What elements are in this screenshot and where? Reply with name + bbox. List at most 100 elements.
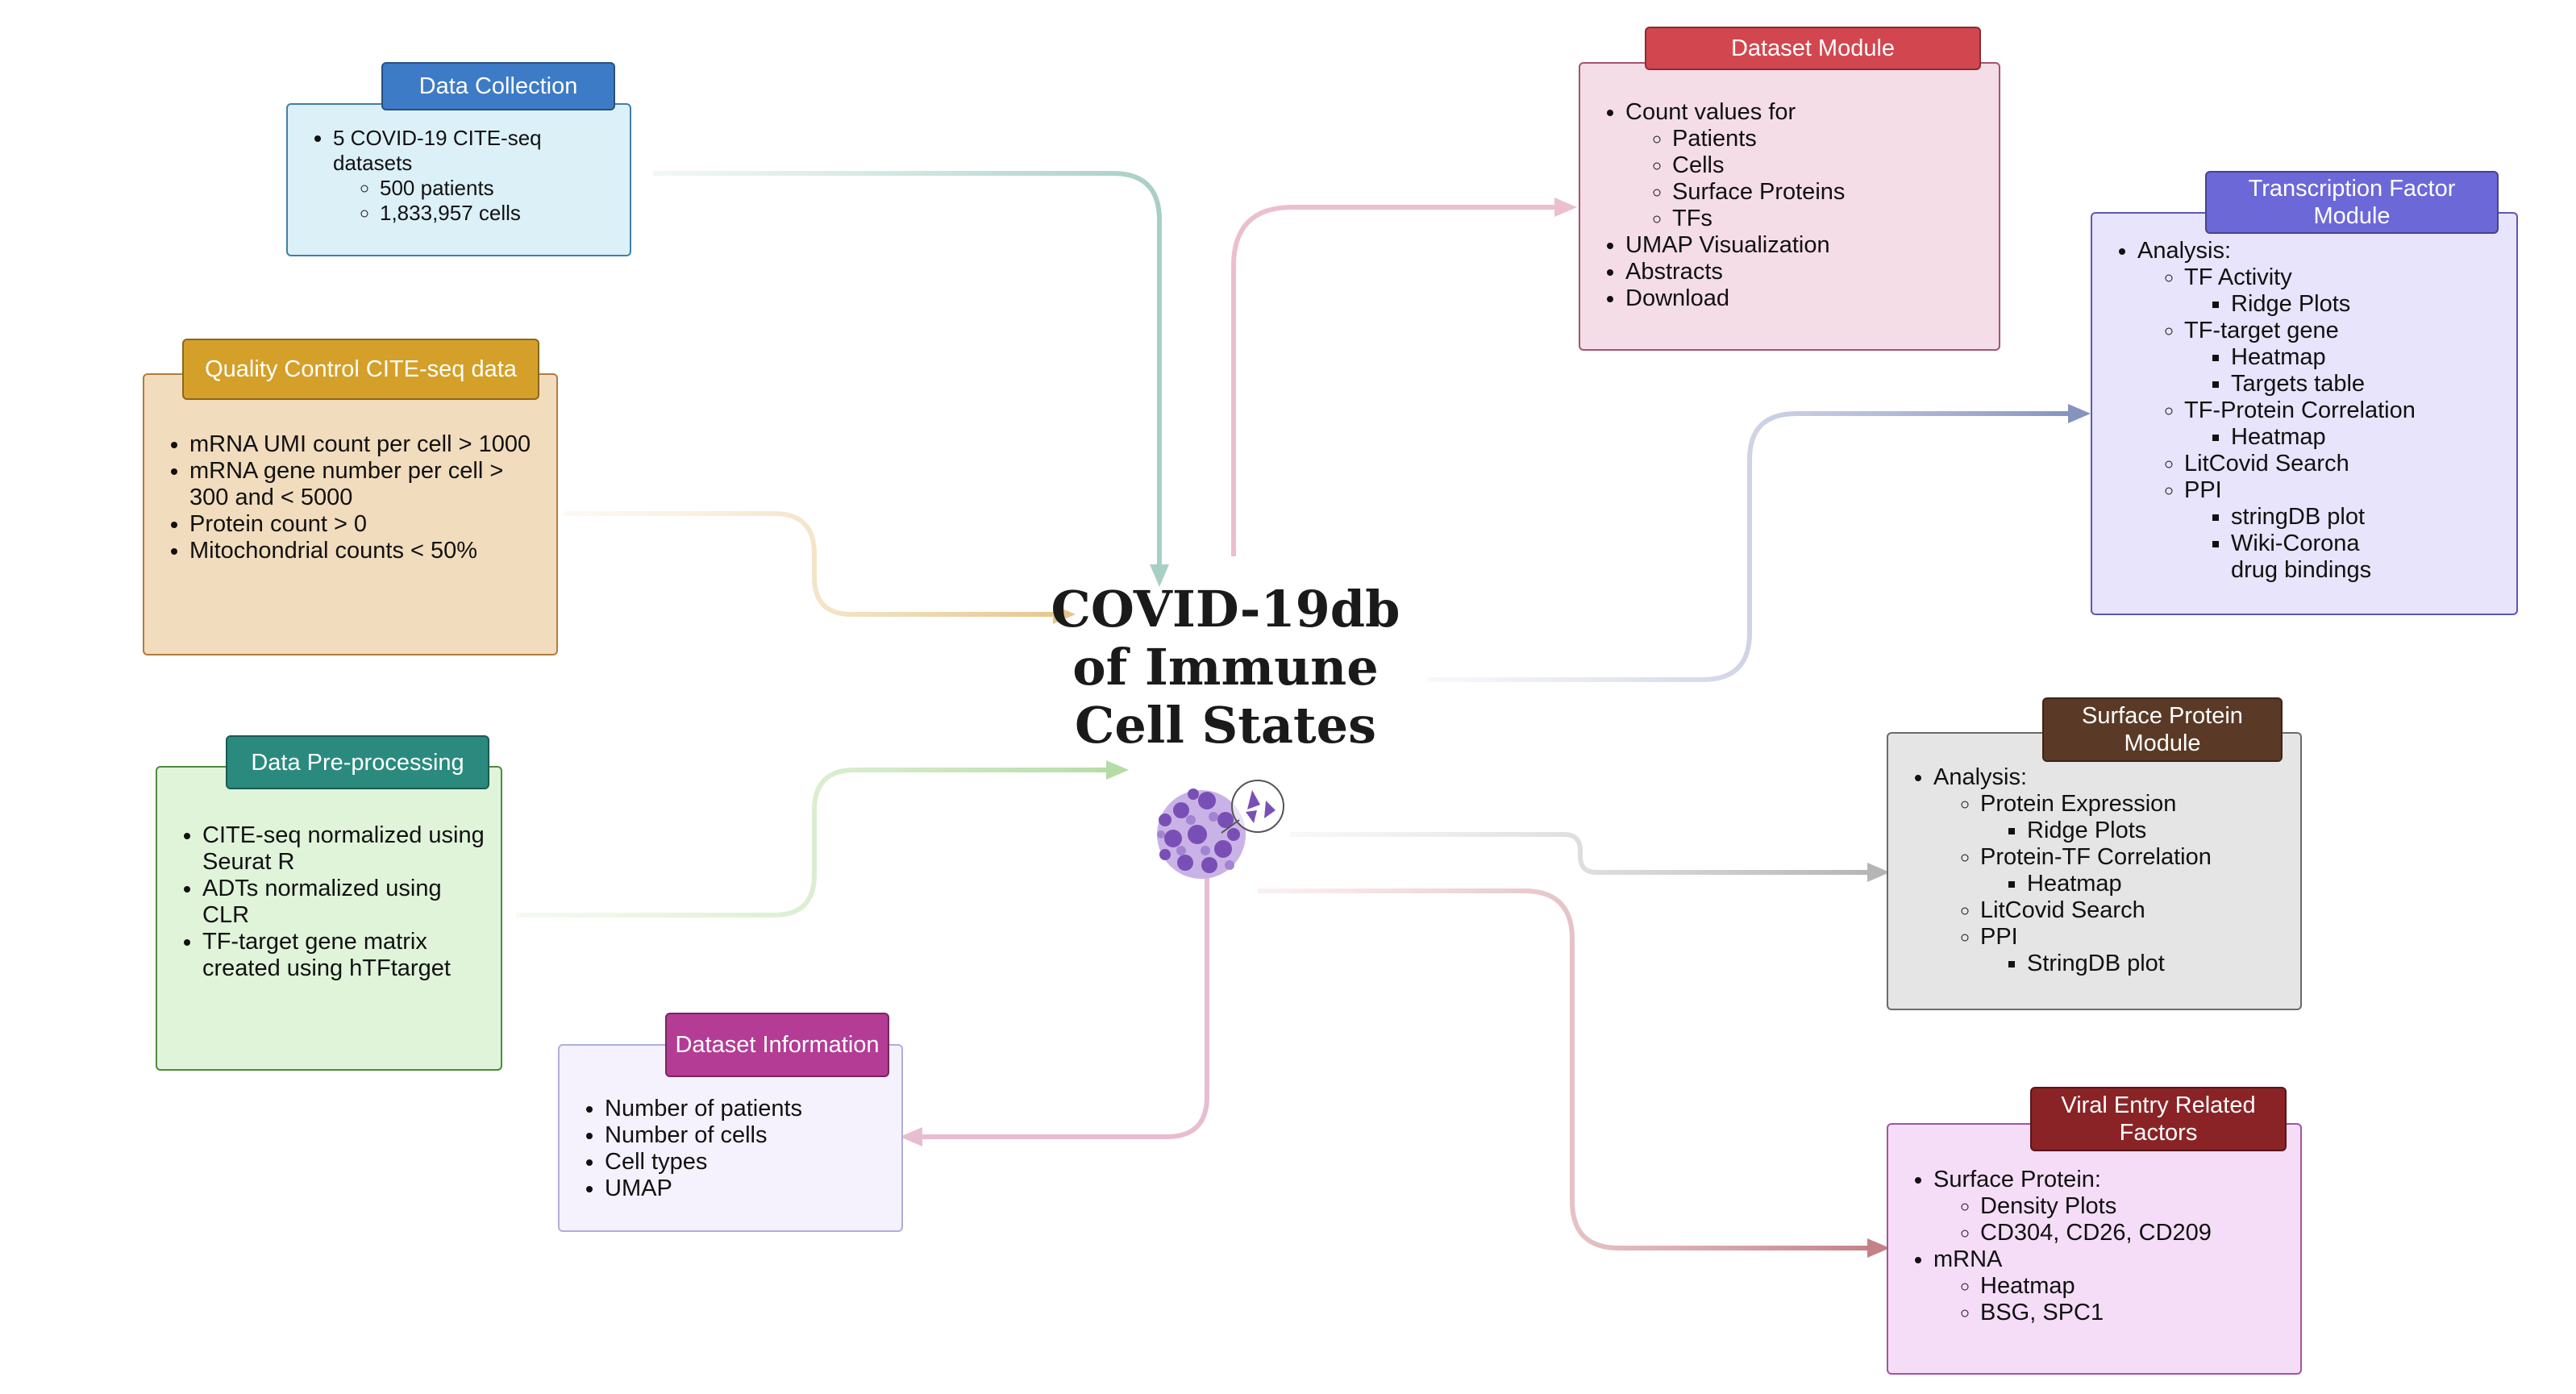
list-item: Count values for Patients Cells Surface … (1625, 99, 1991, 232)
quality-control-list: mRNA UMI count per cell > 1000 mRNA gene… (160, 431, 539, 564)
item-text: mRNA gene number per cell > 300 and < 50… (189, 458, 504, 510)
list-item: Heatmap (2231, 424, 2511, 451)
arrow-tf-module (1427, 411, 2072, 682)
item-text: Surface Proteins (1672, 179, 1846, 205)
item-text: ADTs normalized using CLR (202, 876, 442, 928)
title-line: COVID-19db (1051, 580, 1400, 639)
list-item: Surface Proteins (1672, 179, 1991, 206)
item-text: Heatmap (1980, 1273, 2075, 1299)
arrowhead (1867, 1238, 1890, 1258)
item-text: Analysis: (1933, 764, 2028, 790)
list-item: Ridge Plots (2231, 291, 2511, 318)
list-item: Targets table (2231, 371, 2511, 397)
dataset-module-list: Count values for Patients Cells Surface … (1596, 99, 1991, 312)
diagram-title: COVID-19db of Immune Cell States (1040, 580, 1411, 755)
list-item: Mitochondrial counts < 50% (189, 538, 539, 564)
list-item: UMAP Visualization (1625, 232, 1991, 259)
arrow-viral-entry (1258, 888, 1871, 1250)
list-item: 1,833,957 cells (380, 201, 618, 226)
quality-control-box: mRNA UMI count per cell > 1000 mRNA gene… (143, 373, 558, 655)
list-item: Cell types (605, 1149, 890, 1176)
list-item: Cells (1672, 152, 1991, 179)
item-text: 500 patients (380, 176, 494, 200)
arrow-surface-module (1290, 832, 1871, 875)
item-text: Protein Expression (1980, 791, 2177, 817)
tf-module-label: Transcription Factor Module (2205, 171, 2499, 234)
list-item: CITE-seq normalized using Seurat R (202, 822, 492, 876)
item-text: Download (1625, 285, 1729, 311)
list-item: TF-Protein Correlation Heatmap (2184, 397, 2511, 451)
list-item: Protein count > 0 (189, 511, 539, 538)
item-text: Number of patients (605, 1096, 803, 1121)
item-text: TFs (1672, 206, 1712, 231)
title-line: of Immune (1072, 638, 1379, 697)
surface-module-box: Analysis: Protein Expression Ridge Plots… (1887, 732, 2302, 1010)
dataset-module-label: Dataset Module (1645, 27, 1981, 70)
item-text: UMAP (605, 1176, 672, 1201)
list-item: PPI stringDB plot Wiki-Corona drug bindi… (2184, 477, 2511, 584)
list-item: PPI StringDB plot (1980, 924, 2295, 977)
dataset-info-list: Number of patients Number of cells Cell … (576, 1096, 890, 1202)
list-item: Heatmap (2027, 871, 2295, 897)
dataset-module-box: Count values for Patients Cells Surface … (1579, 62, 2000, 351)
list-item: Patients (1672, 126, 1991, 152)
item-text: CITE-seq normalized using Seurat R (202, 822, 485, 875)
item-text: mRNA UMI count per cell > 1000 (189, 431, 531, 457)
data-collection-list: 5 COVID-19 CITE-seq datasets 500 patient… (304, 126, 618, 226)
item-text: UMAP Visualization (1625, 232, 1830, 258)
item-text: Count values for (1625, 99, 1796, 125)
preprocessing-list: CITE-seq normalized using Seurat R ADTs … (173, 822, 492, 982)
arrow-data-collection (653, 171, 1162, 576)
virus-icon (1157, 780, 1284, 879)
list-item: Protein-TF Correlation Heatmap (1980, 844, 2295, 897)
arrowhead (900, 1127, 922, 1146)
arrowhead (1106, 760, 1129, 780)
preprocessing-box: CITE-seq normalized using Seurat R ADTs … (156, 766, 502, 1071)
item-text: Cells (1672, 152, 1725, 178)
arrowhead (1867, 863, 1890, 882)
item-text: Protein count > 0 (189, 511, 368, 537)
item-text: TF Activity (2184, 264, 2292, 290)
item-text: Number of cells (605, 1122, 768, 1148)
list-item: LitCovid Search (1980, 897, 2295, 924)
surface-module-list: Analysis: Protein Expression Ridge Plots… (1904, 764, 2295, 977)
list-item: mRNA Heatmap BSG, SPC1 (1933, 1246, 2295, 1326)
item-text: Mitochondrial counts < 50% (189, 538, 478, 564)
preprocessing-label: Data Pre-processing (226, 735, 489, 789)
arrowhead (2068, 404, 2091, 423)
arrowhead (1053, 605, 1076, 624)
arrow-quality-control (564, 511, 1064, 617)
item-text: 1,833,957 cells (380, 201, 521, 225)
item-text: TF-Protein Correlation (2184, 397, 2416, 423)
item-text: Heatmap (2231, 424, 2326, 450)
viral-entry-box: Surface Protein: Density Plots CD304, CD… (1887, 1123, 2302, 1375)
item-text: Ridge Plots (2027, 818, 2147, 843)
item-text: LitCovid Search (2184, 451, 2349, 476)
list-item: Download (1625, 285, 1991, 312)
data-collection-label: Data Collection (381, 62, 615, 110)
arrow-preprocessing (516, 768, 1117, 918)
tf-module-box: Analysis: TF Activity Ridge Plots TF-tar… (2091, 212, 2518, 615)
arrowhead (1150, 564, 1169, 587)
data-collection-box: 5 COVID-19 CITE-seq datasets 500 patient… (286, 103, 631, 256)
list-item: ADTs normalized using CLR (202, 876, 492, 929)
list-item: StringDB plot (2027, 951, 2295, 977)
list-item: 5 COVID-19 CITE-seq datasets 500 patient… (333, 126, 618, 226)
list-item: stringDB plot (2231, 504, 2511, 531)
item-text: StringDB plot (2027, 951, 2165, 976)
item-text: Patients (1672, 126, 1757, 152)
item-text: TF-target gene matrix created using hTFt… (202, 929, 451, 981)
list-item: Ridge Plots (2027, 818, 2295, 844)
viral-entry-list: Surface Protein: Density Plots CD304, CD… (1904, 1167, 2295, 1326)
list-item: TF Activity Ridge Plots (2184, 264, 2511, 318)
item-text: Analysis: (2137, 238, 2232, 264)
item-text: mRNA (1933, 1246, 2003, 1272)
item-text: Density Plots (1980, 1193, 2117, 1219)
item-text: Heatmap (2027, 871, 2122, 897)
list-item: Heatmap (1980, 1273, 2295, 1300)
item-text: LitCovid Search (1980, 897, 2145, 923)
item-text: Wiki-Corona drug bindings (2231, 531, 2372, 583)
item-text: Cell types (605, 1149, 708, 1175)
item-text: TF-target gene (2184, 318, 2339, 343)
